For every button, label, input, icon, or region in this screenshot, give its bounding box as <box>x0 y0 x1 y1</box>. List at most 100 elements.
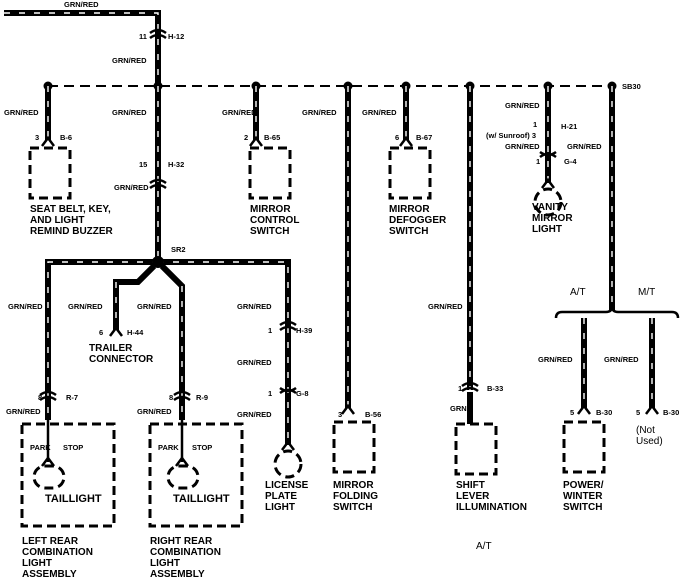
connector-pin: 15 <box>139 160 148 169</box>
trailer-connector-label: TRAILER CONNECTOR <box>89 343 154 365</box>
shift-lever-illumination-box <box>454 422 498 476</box>
sr2-splice <box>152 256 164 268</box>
connector-id: H-21 <box>561 122 578 131</box>
connector-id: B-56 <box>365 410 382 419</box>
wire-label: GRN/RED <box>137 302 172 311</box>
left-taillight-bulb <box>32 464 66 490</box>
connector-pin-alt: (w/ Sunroof) 3 <box>486 131 536 140</box>
shift-lever-illumination-label: SHIFT LEVER ILLUMINATION <box>456 480 527 513</box>
connector-pin: 8 <box>169 393 174 402</box>
mirror-folding-switch-box <box>332 420 376 474</box>
wire-label: GRN/RED <box>567 142 602 151</box>
seatbelt-buzzer-label: SEAT BELT, KEY, AND LIGHT REMIND BUZZER <box>30 204 113 237</box>
footer-at-label: A/T <box>476 541 492 552</box>
stop-label: STOP <box>192 443 213 452</box>
connector-id: R-9 <box>196 393 209 402</box>
connector-pin: 11 <box>139 32 147 41</box>
connector-pin: 3 <box>35 133 40 142</box>
connector-pin: 5 <box>570 408 575 417</box>
right-rear-combination-box <box>148 422 244 528</box>
wire-label: GRN/RED <box>8 302 43 311</box>
connector-id: B-33 <box>487 384 504 393</box>
connector-pin: 6 <box>99 328 104 337</box>
branch-wires <box>45 86 615 408</box>
connector-pin: 5 <box>636 408 641 417</box>
wire-label: GRN/RED <box>137 407 172 416</box>
mirror-defogger-switch-label: MIRROR DEFOGGER SWITCH <box>389 204 447 237</box>
wire-label: GRN/RED <box>237 410 272 419</box>
wire-label: GRN/RED <box>222 108 257 117</box>
mirror-defogger-switch-box <box>388 146 432 200</box>
not-used-label: (Not Used) <box>636 425 663 447</box>
wire-label: GRN/RED <box>237 358 272 367</box>
connector-pin: 6 <box>395 133 400 142</box>
taillight-label: TAILLIGHT <box>45 493 102 505</box>
at-mt-wires <box>581 318 655 408</box>
connector-pin: 2 <box>244 133 249 142</box>
wire-label: GRN/RED <box>114 183 149 192</box>
wire-label: GRN/RED <box>112 56 147 65</box>
wire-label: GRN/RED <box>68 302 103 311</box>
right-rear-combination-label: RIGHT REAR COMBINATION LIGHT ASSEMBLY <box>150 536 221 580</box>
mirror-control-switch-box <box>248 146 292 200</box>
connector-id: H-39 <box>296 326 313 335</box>
right-taillight-bulb <box>166 464 200 490</box>
stop-label: STOP <box>63 443 84 452</box>
connector-pin: 1 <box>536 157 541 166</box>
connector-id: B-30 <box>663 408 680 417</box>
license-plate-light-label: LICENSE PLATE LIGHT <box>265 480 309 513</box>
connector-pin: 1 <box>533 120 538 129</box>
splice-label-sb30: SB30 <box>622 82 641 91</box>
connector-id: B-30 <box>596 408 613 417</box>
connector-id: G-8 <box>296 389 309 398</box>
left-rear-combination-box <box>20 422 116 528</box>
wire-label-grn: GRN <box>450 404 467 413</box>
connector-pin: 1 <box>458 384 463 393</box>
wire-label: GRN/RED <box>505 142 540 151</box>
wire-label: GRN/RED <box>237 302 272 311</box>
vanity-mirror-bulb <box>533 187 563 217</box>
connector-pin: 8 <box>38 393 43 402</box>
license-plate-bulb <box>273 449 303 479</box>
connector-id: G-4 <box>564 157 577 166</box>
wire-label: GRN/RED <box>538 355 573 364</box>
wire-label: GRN/RED <box>362 108 397 117</box>
terminal-forks <box>41 135 659 467</box>
connector-id: H-32 <box>168 160 185 169</box>
wire-label: GRN/RED <box>604 355 639 364</box>
wire-label: GRN/RED <box>112 108 147 117</box>
park-label: PARK <box>30 443 51 452</box>
park-label: PARK <box>158 443 179 452</box>
wire-label: GRN/RED <box>6 407 41 416</box>
connector-id: H-44 <box>127 328 144 337</box>
connector-pin: 1 <box>268 389 273 398</box>
feed-wire <box>4 10 161 86</box>
inline-connectors <box>39 28 557 402</box>
wire-label: GRN/RED <box>428 302 463 311</box>
connector-pin: 1 <box>268 326 273 335</box>
transmission-bracket <box>554 305 680 319</box>
connector-pin: R-7 <box>66 393 79 402</box>
power-winter-switch-label: POWER/ WINTER SWITCH <box>563 480 604 513</box>
mirror-folding-switch-label: MIRROR FOLDING SWITCH <box>333 480 378 513</box>
wire-label: GRN/RED <box>505 101 540 110</box>
wire-label: GRN/RED <box>64 0 99 9</box>
mt-label: M/T <box>638 287 656 298</box>
at-label: A/T <box>570 287 586 298</box>
seatbelt-buzzer-box <box>28 146 72 200</box>
left-rear-combination-label: LEFT REAR COMBINATION LIGHT ASSEMBLY <box>22 536 93 580</box>
connector-id: B-6 <box>60 133 73 142</box>
vanity-mirror-light-label: VANITY MIRROR LIGHT <box>532 202 573 235</box>
taillight-label: TAILLIGHT <box>173 493 230 505</box>
mirror-control-switch-label: MIRROR CONTROL SWITCH <box>250 204 300 237</box>
splice-label-sr2: SR2 <box>171 245 186 254</box>
sr2-wires <box>45 259 291 445</box>
connector-id: H-12 <box>168 32 185 41</box>
connector-pin: 3 <box>338 410 343 419</box>
connector-id: B-65 <box>264 133 281 142</box>
wire-label: GRN/RED <box>302 108 337 117</box>
connector-id: B-67 <box>416 133 433 142</box>
power-winter-switch-box <box>562 420 606 474</box>
wire-label: GRN/RED <box>4 108 39 117</box>
